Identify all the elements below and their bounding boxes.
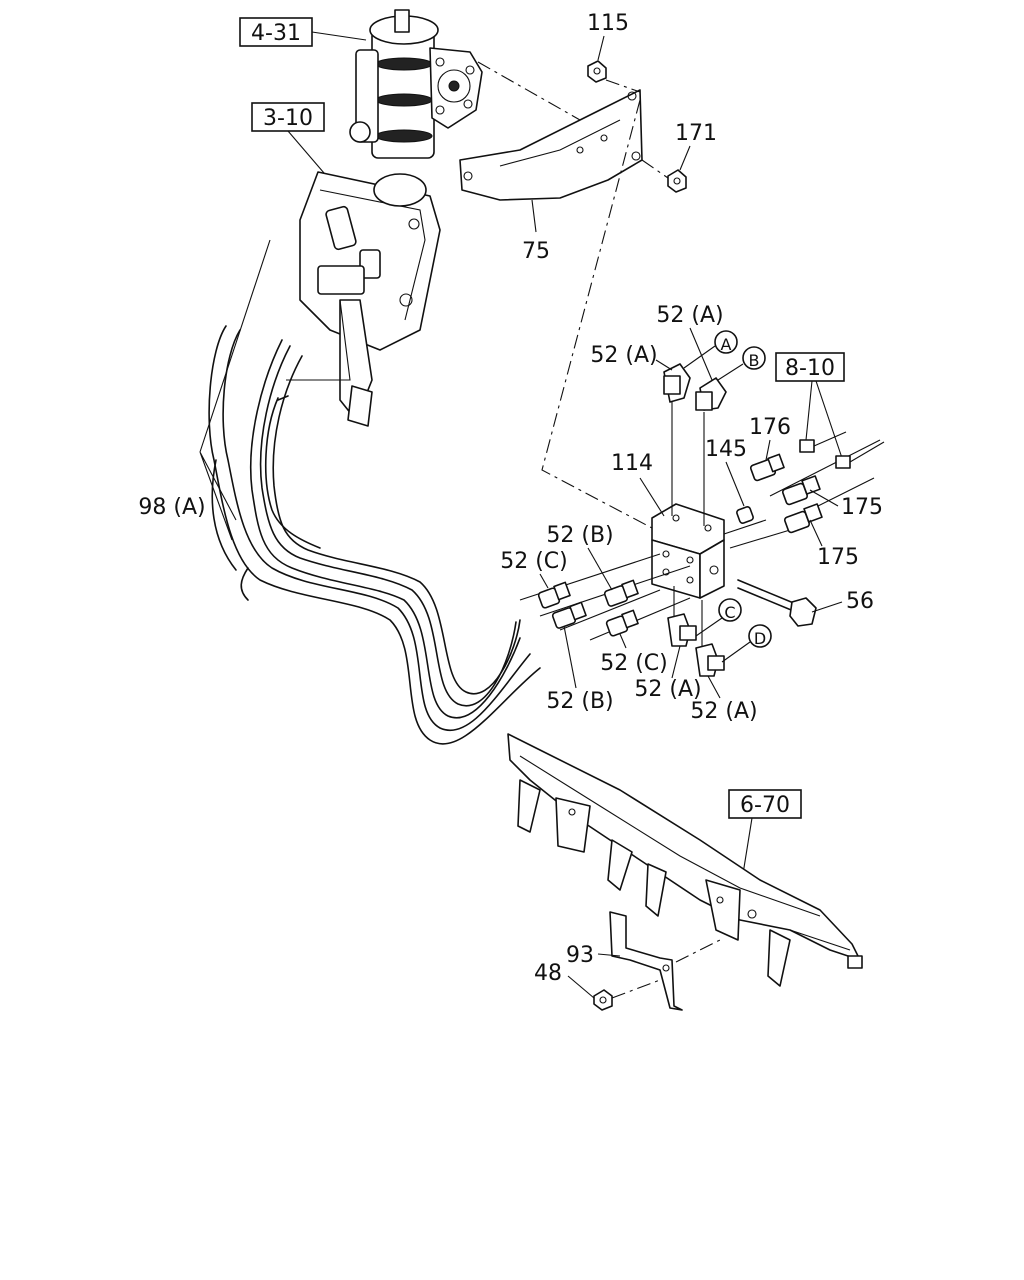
label-52c-lower: 52 (C) (600, 651, 668, 676)
label-145: 145 (705, 437, 747, 462)
ref-box-4-31[interactable]: 4-31 (239, 17, 313, 47)
svg-text:A: A (721, 335, 732, 354)
label-48: 48 (534, 961, 562, 986)
svg-text:D: D (754, 629, 766, 648)
callout-a[interactable]: A (714, 330, 738, 354)
fitting-52c-upper (537, 581, 571, 609)
svg-text:B: B (749, 351, 760, 370)
label-75: 75 (522, 239, 550, 264)
label-52a-top-right: 52 (A) (656, 303, 723, 328)
callout-d[interactable]: D (748, 624, 772, 648)
elbow-fitting-52a-lower-left (667, 613, 697, 647)
ref-box-6-70[interactable]: 6-70 (728, 789, 802, 819)
bracket-75 (459, 89, 643, 201)
seal-145 (736, 506, 754, 524)
fitting-52b-lower (551, 601, 587, 629)
label-56: 56 (846, 589, 874, 614)
ref-label-6-70: 6-70 (740, 793, 790, 818)
ref-label-3-10: 3-10 (263, 106, 313, 131)
label-176: 176 (749, 415, 791, 440)
connector-8-10 (799, 431, 885, 469)
elbow-fitting-52a-left (663, 363, 691, 403)
nut-48 (593, 989, 613, 1011)
label-52b-lower: 52 (B) (546, 689, 613, 714)
ref-box-3-10[interactable]: 3-10 (251, 102, 325, 132)
label-115: 115 (587, 11, 629, 36)
label-52a-top-left: 52 (A) (590, 343, 657, 368)
fitting-175-upper (781, 475, 821, 506)
label-175-lower: 175 (817, 545, 859, 570)
ref-box-8-10[interactable]: 8-10 (775, 352, 845, 382)
fitting-52b-upper (603, 579, 639, 607)
ref-label-8-10: 8-10 (785, 356, 835, 381)
label-98a: 98 (A) (138, 495, 205, 520)
label-52a-lower-right: 52 (A) (690, 699, 757, 724)
nut-115 (587, 60, 607, 83)
nut-171 (667, 169, 687, 193)
valve-assembly (299, 171, 441, 427)
bracket-93 (609, 911, 683, 1011)
bolt-56 (737, 579, 817, 627)
fitting-176 (749, 453, 785, 482)
label-52a-lower-left: 52 (A) (634, 677, 701, 702)
fitting-175-lower (783, 503, 823, 534)
label-93: 93 (566, 943, 594, 968)
elbow-fitting-52a-lower-right (695, 643, 725, 677)
label-175-upper: 175 (841, 495, 883, 520)
elbow-fitting-52a-right (695, 377, 727, 411)
label-114: 114 (611, 451, 653, 476)
svg-text:C: C (724, 603, 735, 622)
label-52c-upper: 52 (C) (500, 549, 568, 574)
label-52b-upper: 52 (B) (546, 523, 613, 548)
distribution-block-114 (651, 503, 725, 599)
callout-c[interactable]: C (718, 598, 742, 622)
pipe-bundle-98a (208, 325, 541, 745)
ref-label-4-31: 4-31 (251, 21, 301, 46)
callout-b[interactable]: B (742, 346, 766, 370)
label-171: 171 (675, 121, 717, 146)
steering-gear-assembly (349, 9, 483, 159)
fitting-52c-lower (605, 609, 639, 637)
frame-crossmember (507, 733, 863, 987)
